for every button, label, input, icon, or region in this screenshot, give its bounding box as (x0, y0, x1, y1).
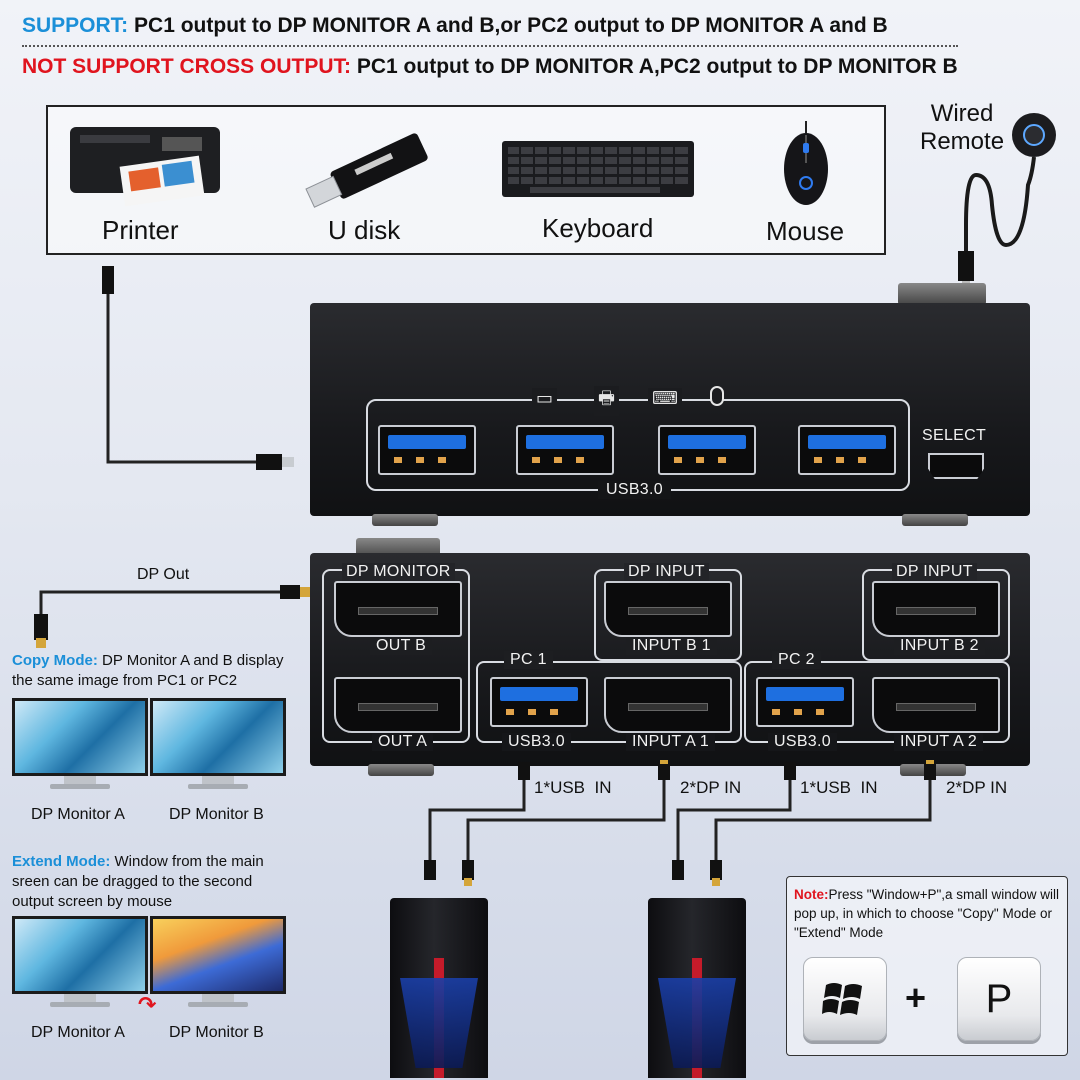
dp-out-label: DP Out (137, 566, 190, 583)
pc2-frame (744, 661, 1010, 743)
nosupport-text: PC1 output to DP MONITOR A,PC2 output to… (356, 55, 958, 78)
pc1-frame (476, 661, 742, 743)
keyboard-icon (500, 137, 696, 201)
support-line: SUPPORT: PC1 output to DP MONITOR A and … (22, 14, 888, 38)
dp-input-2-label: DP INPUT (892, 563, 977, 581)
input-a2-label: INPUT A 2 (894, 733, 984, 751)
top-kvm-foot-left (372, 514, 438, 526)
top-kvm-foot-right (902, 514, 968, 526)
out-b-label: OUT B (370, 637, 433, 655)
top-kvm-knob[interactable] (898, 283, 986, 305)
pc1-tower (390, 898, 488, 1078)
pc2-usb-label: USB3.0 (768, 733, 837, 751)
dp-input-b2-port[interactable] (872, 581, 1000, 637)
dp-input-a2-port[interactable] (872, 677, 1000, 733)
pc2-usb-port[interactable] (756, 677, 854, 727)
dp-in-2-label: 2*DP IN (946, 778, 1008, 797)
note-desc: Press "Window+P",a small window will pop… (794, 887, 1060, 940)
remote-line1: Wired (930, 100, 994, 127)
divider (22, 45, 958, 47)
usb-in-2-label: 1*USB IN (800, 778, 878, 797)
dp-out-b-port[interactable] (334, 581, 462, 637)
usb-port-4[interactable] (798, 425, 896, 475)
mouse-small-icon (710, 386, 724, 406)
usb-in-1-label: 1*USB IN (534, 778, 612, 797)
plus-sign: + (905, 977, 927, 1018)
pc2-tower (648, 898, 746, 1078)
usb3-label: USB3.0 (598, 481, 671, 499)
copy-mode-text: Copy Mode: DP Monitor A and B display th… (12, 651, 304, 691)
input-a1-label: INPUT A 1 (626, 733, 716, 751)
pc1-usb-port[interactable] (490, 677, 588, 727)
extend-mode-text: Extend Mode: Window from the main sreen … (12, 852, 288, 912)
udisk-label: U disk (328, 215, 401, 245)
copy-monitor-a-label: DP Monitor A (31, 806, 125, 823)
support-key: SUPPORT: (22, 14, 129, 37)
support-text: PC1 output to DP MONITOR A and B,or PC2 … (134, 14, 888, 37)
dp-monitor-label: DP MONITOR (342, 563, 455, 581)
pc1-label: PC 1 (504, 651, 553, 669)
note-key: Note: (794, 887, 829, 902)
pc1-usb-label: USB3.0 (502, 733, 571, 751)
usb-port-3[interactable] (658, 425, 756, 475)
printer-icon (62, 121, 232, 209)
dp-in-1-label: 2*DP IN (680, 778, 742, 797)
usb-drive-icon (296, 131, 436, 211)
p-key: P (957, 957, 1041, 1041)
pc-cables (410, 760, 970, 890)
extend-mode-desc: Window from the main sreen can be dragge… (12, 853, 264, 910)
bottom-kvm-foot-left (368, 764, 434, 776)
remote-label: Wired Remote (920, 100, 1004, 156)
dp-out-cable (30, 578, 312, 650)
nosupport-line: NOT SUPPORT CROSS OUTPUT: PC1 output to … (22, 55, 958, 79)
printer-label: Printer (102, 215, 179, 245)
p-key-label: P (985, 976, 1013, 1021)
mouse-label: Mouse (766, 216, 845, 246)
out-a-label: OUT A (372, 733, 434, 751)
extend-mode-key: Extend Mode: (12, 853, 111, 870)
dp-out-a-port[interactable] (334, 677, 462, 733)
input-b1-label: INPUT B 1 (626, 637, 717, 655)
note-box: Note:Press "Window+P",a small window wil… (786, 876, 1068, 1056)
select-port[interactable] (928, 453, 984, 479)
printer-small-icon: 🖶 (594, 386, 619, 416)
dp-input-1-label: DP INPUT (624, 563, 709, 581)
copy-monitor-b-label: DP Monitor B (169, 806, 264, 823)
extend-monitor-a-label: DP Monitor A (31, 1024, 125, 1041)
windows-key (803, 957, 887, 1041)
usb-port-1[interactable] (378, 425, 476, 475)
select-label: SELECT (922, 427, 987, 444)
windows-logo-icon (822, 983, 862, 1015)
usb-port-2[interactable] (516, 425, 614, 475)
pc2-label: PC 2 (772, 651, 821, 669)
note-text: Note:Press "Window+P",a small window wil… (794, 885, 1066, 942)
dp-input-a1-port[interactable] (604, 677, 732, 733)
drag-arrow-icon: ↷ (138, 992, 157, 1017)
mouse-icon (776, 121, 836, 211)
input-b2-label: INPUT B 2 (894, 637, 985, 655)
usb-cable (96, 262, 306, 477)
copy-mode-key: Copy Mode: (12, 652, 98, 669)
keyboard-label: Keyboard (542, 213, 654, 243)
dp-input-b1-port[interactable] (604, 581, 732, 637)
kvm-back-panel-usb: ▭ 🖶 ⌨ USB3.0 SELECT (310, 303, 1030, 516)
peripherals-box: Printer U disk (46, 105, 886, 255)
copy-mode-desc: DP Monitor A and B display the same imag… (12, 652, 284, 689)
keyboard-small-icon: ⌨ (648, 388, 682, 409)
remote-line2: Remote (920, 128, 1005, 155)
wired-remote-icon (900, 105, 1070, 305)
extend-monitor-b-label: DP Monitor B (169, 1024, 264, 1041)
kvm-back-panel-dp: DP MONITOR DP INPUT DP INPUT OUT B OUT A… (310, 553, 1030, 766)
nosupport-key: NOT SUPPORT CROSS OUTPUT: (22, 55, 352, 78)
usb-drive-small-icon: ▭ (532, 388, 558, 409)
